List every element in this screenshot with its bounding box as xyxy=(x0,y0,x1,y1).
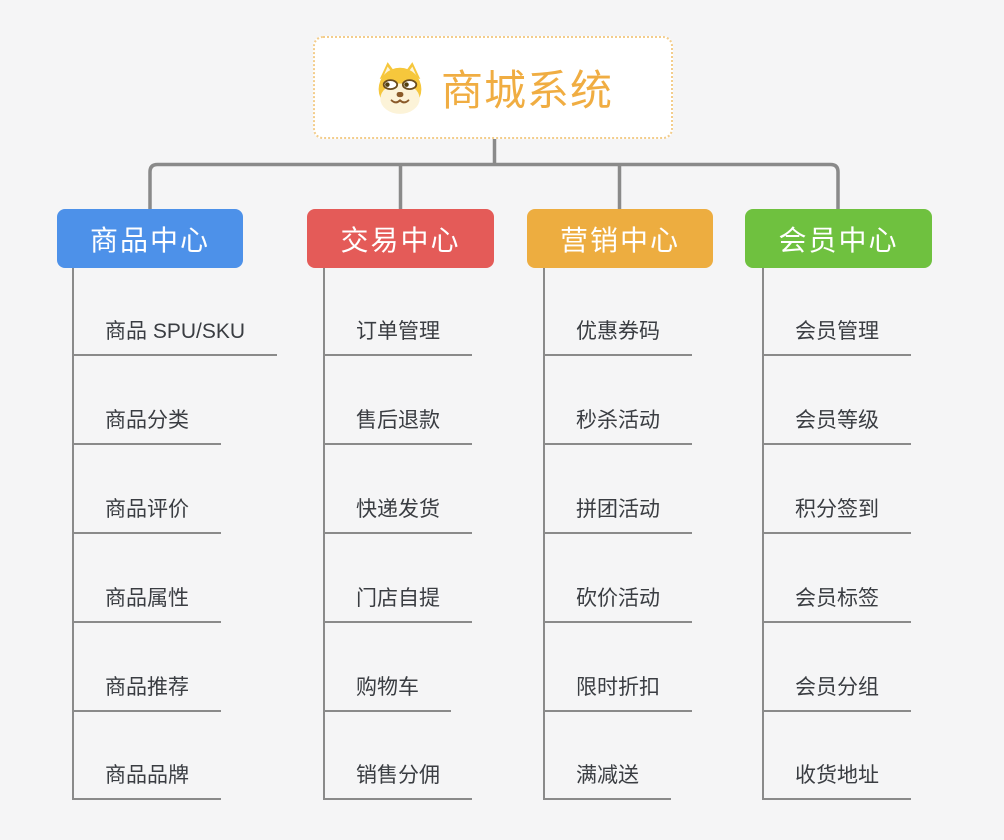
leaf-node[interactable]: 砍价活动 xyxy=(545,586,692,623)
leaf-node[interactable]: 秒杀活动 xyxy=(545,408,692,445)
leaf-node[interactable]: 门店自提 xyxy=(325,586,472,623)
branch-column-product: 商品 SPU/SKU 商品分类 商品评价 商品属性 商品推荐 商品品牌 xyxy=(72,268,332,802)
leaf-node[interactable]: 会员等级 xyxy=(764,408,911,445)
leaf-node[interactable]: 订单管理 xyxy=(325,319,472,356)
bus-line xyxy=(148,162,840,209)
leaf-node[interactable]: 会员标签 xyxy=(764,586,911,623)
branch-vertical-line xyxy=(323,268,325,800)
branch-column-marketing: 优惠券码 秒杀活动 拼团活动 砍价活动 限时折扣 满减送 xyxy=(543,268,803,802)
leaf-node[interactable]: 限时折扣 xyxy=(545,675,692,712)
leaf-node[interactable]: 商品评价 xyxy=(74,497,221,534)
leaf-node[interactable]: 积分签到 xyxy=(764,497,911,534)
leaf-node[interactable]: 拼团活动 xyxy=(545,497,692,534)
leaf-node[interactable]: 商品品牌 xyxy=(74,763,221,800)
leaf-node[interactable]: 会员分组 xyxy=(764,675,911,712)
branch-vertical-line xyxy=(762,268,764,800)
leaf-node[interactable]: 商品 SPU/SKU xyxy=(74,319,278,356)
branch-column-trade: 订单管理 售后退款 快递发货 门店自提 购物车 销售分佣 xyxy=(323,268,583,802)
branch-label: 商品中心 xyxy=(89,224,210,256)
branch-vertical-line xyxy=(72,268,74,800)
leaf-node[interactable]: 优惠券码 xyxy=(545,319,692,356)
branch-node-member-center[interactable]: 会员中心 xyxy=(745,209,932,268)
branch-node-product-center[interactable]: 商品中心 xyxy=(57,209,243,268)
leaf-node[interactable]: 商品属性 xyxy=(74,586,221,623)
leaf-node[interactable]: 购物车 xyxy=(325,675,451,712)
branch-node-marketing-center[interactable]: 营销中心 xyxy=(527,209,713,268)
branch-label: 会员中心 xyxy=(778,224,899,256)
leaf-node[interactable]: 商品推荐 xyxy=(74,675,221,712)
leaf-node[interactable]: 快递发货 xyxy=(325,497,472,534)
branch-vertical-line xyxy=(543,268,545,800)
branch-label: 交易中心 xyxy=(340,224,461,256)
shiba-dog-icon xyxy=(373,61,427,115)
branch-node-trade-center[interactable]: 交易中心 xyxy=(307,209,494,268)
leaf-node[interactable]: 会员管理 xyxy=(764,319,911,356)
leaf-node[interactable]: 收货地址 xyxy=(764,763,911,800)
root-label: 商城系统 xyxy=(440,67,613,114)
branch-column-member: 会员管理 会员等级 积分签到 会员标签 会员分组 收货地址 xyxy=(762,268,1004,802)
branch-label: 营销中心 xyxy=(559,224,680,256)
leaf-node[interactable]: 售后退款 xyxy=(325,408,472,445)
root-node[interactable]: 商城系统 xyxy=(313,36,673,139)
leaf-node[interactable]: 销售分佣 xyxy=(325,763,472,800)
leaf-node[interactable]: 商品分类 xyxy=(74,408,221,445)
leaf-node[interactable]: 满减送 xyxy=(545,763,671,800)
